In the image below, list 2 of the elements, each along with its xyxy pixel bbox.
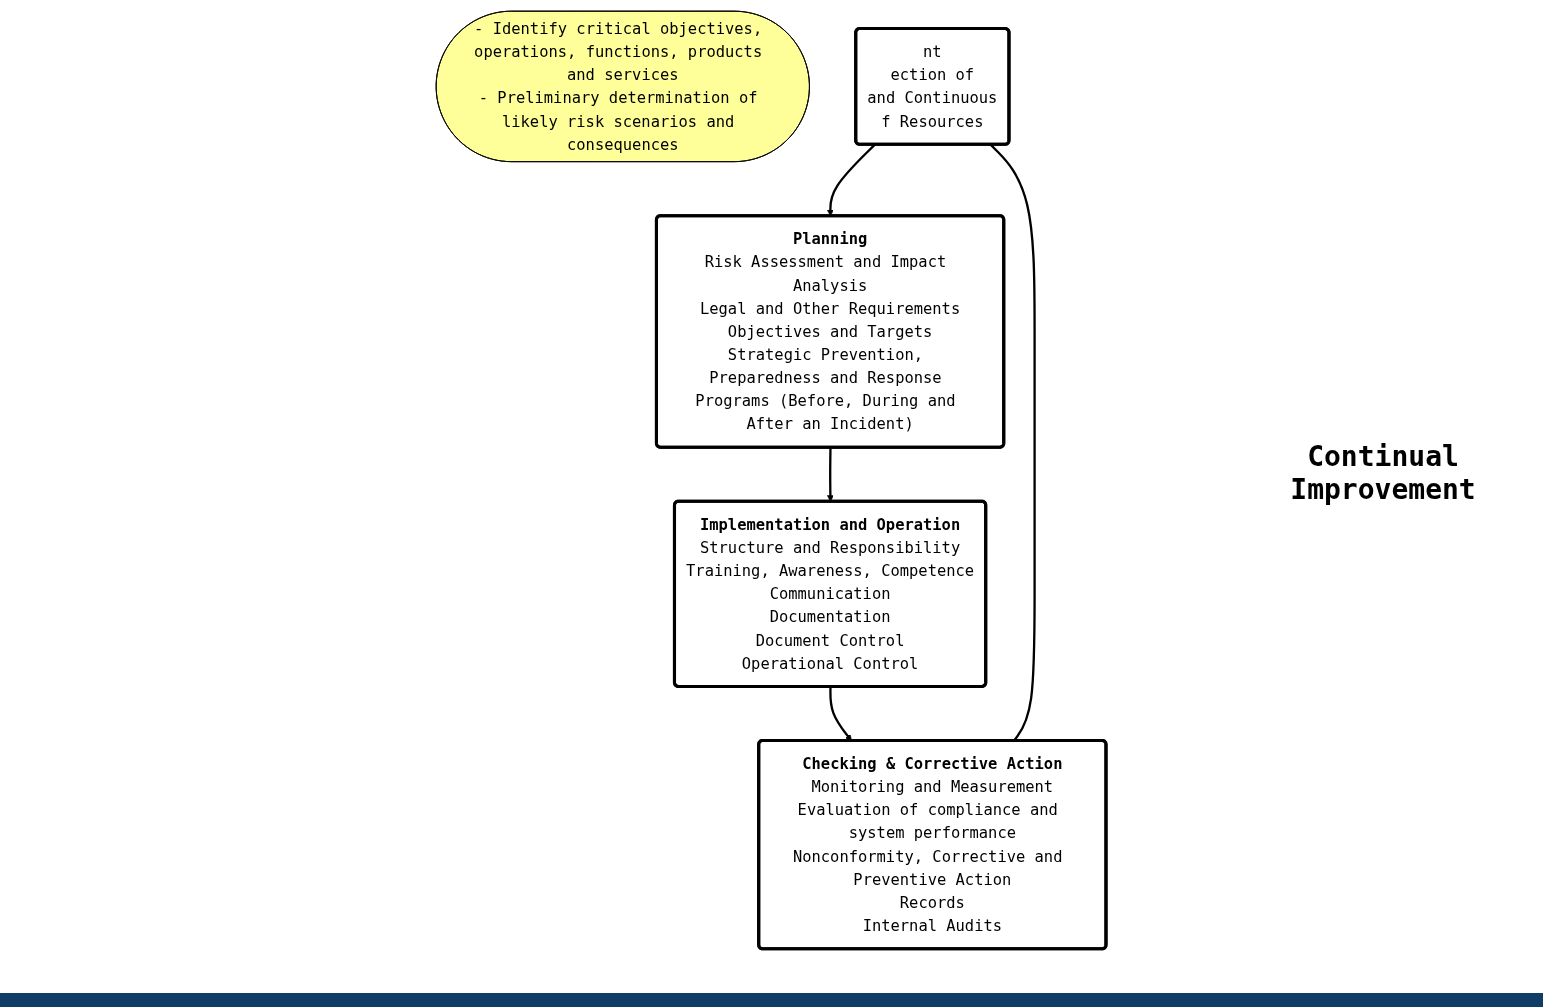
arrow <box>827 447 835 502</box>
cycle-label: Continual Improvement <box>1289 440 1477 506</box>
